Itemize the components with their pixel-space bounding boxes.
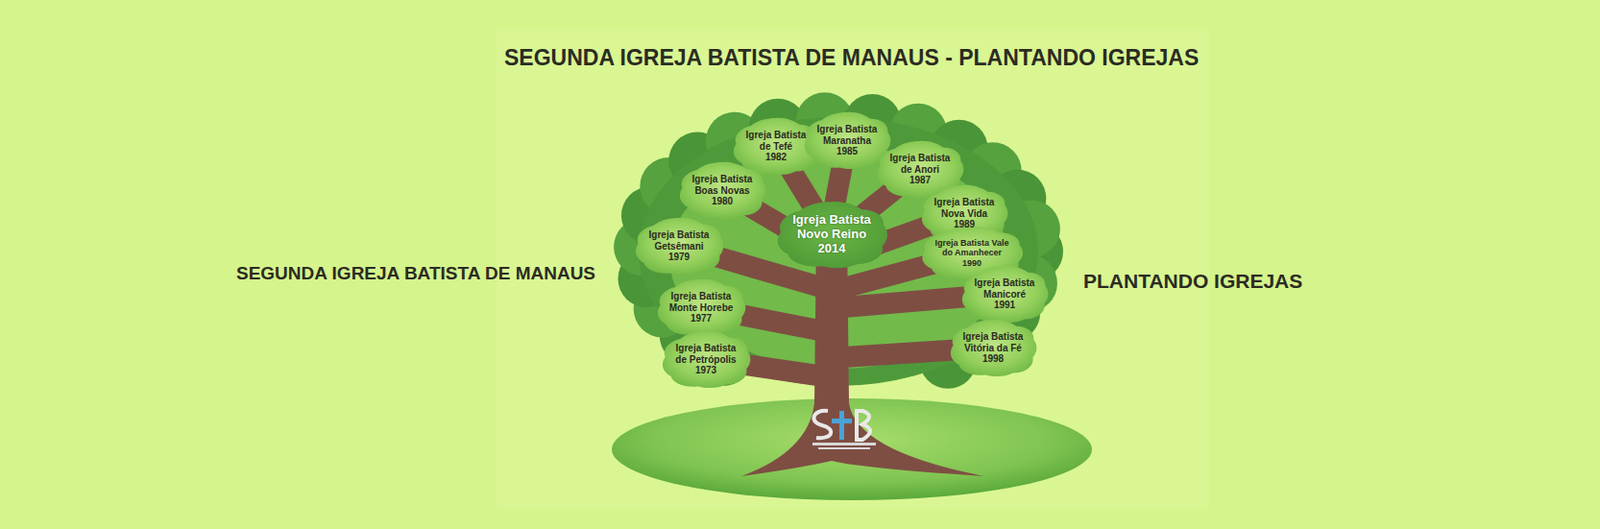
church-leaf: Igreja Batista Manicoré1991 xyxy=(959,264,1050,325)
center-leaf: Igreja Batista Novo Reino2014 xyxy=(774,199,890,270)
church-leaf: Igreja Batista de Petrópolis1973 xyxy=(659,329,752,390)
leaf-outline xyxy=(679,162,767,219)
leaf-outline xyxy=(657,279,746,337)
leaf-outline xyxy=(950,319,1038,377)
leaf-outline xyxy=(962,266,1049,323)
church-name: Igreja Batista Monte Horebe xyxy=(666,290,736,314)
church-year: 2014 xyxy=(785,242,878,257)
church-name: Igreja Batista Manicoré xyxy=(970,277,1039,300)
church-name: Igreja Batista Vale do Amanhecer xyxy=(930,238,1014,259)
church-name: Igreja Batista de Anori xyxy=(886,152,954,175)
church-name: Igreja Batista de Tefé xyxy=(742,129,810,152)
church-logo xyxy=(812,411,876,450)
church-year: 1989 xyxy=(930,218,998,231)
church-name: Igreja Batista Maranatha xyxy=(813,123,881,146)
church-leaf: Igreja Batista Vitória da Fé1998 xyxy=(947,317,1039,379)
church-year: 1979 xyxy=(644,251,714,264)
title-panel xyxy=(496,28,1210,510)
side-label: PLANTANDO IGREJAS xyxy=(1083,269,1303,293)
church-year: 1973 xyxy=(671,364,741,377)
church-name: Igreja Batista Novo Reino xyxy=(785,213,878,243)
church-leaf: Igreja Batista de Tefé1982 xyxy=(730,116,822,177)
church-year: 1987 xyxy=(886,174,954,187)
church-year: 1980 xyxy=(688,195,756,208)
leaf-outline xyxy=(777,201,888,268)
church-name: Igreja Batista Nova Vida xyxy=(930,196,998,219)
church-year: 1990 xyxy=(930,258,1014,268)
church-name: Igreja Batista Getsêmani xyxy=(644,229,714,252)
leaf-outline xyxy=(662,331,751,388)
church-year: 1985 xyxy=(813,145,881,158)
leaf-outline xyxy=(804,112,892,170)
church-leaf: Igreja Batista Getsêmani1979 xyxy=(632,216,726,277)
church-name: Igreja Batista de Petrópolis xyxy=(671,342,741,365)
church-name: Igreja Batista Vitória da Fé xyxy=(959,331,1027,354)
leaf-outline xyxy=(635,218,724,275)
church-year: 1991 xyxy=(970,299,1039,312)
church-name: Igreja Batista Boas Novas xyxy=(688,173,756,196)
church-leaf: Igreja Batista Monte Horebe1977 xyxy=(654,277,748,339)
side-label: SEGUNDA IGREJA BATISTA DE MANAUS xyxy=(236,263,596,285)
church-year: 1977 xyxy=(666,313,736,325)
church-leaf: Igreja Batista Boas Novas1980 xyxy=(677,160,768,221)
church-leaf: Igreja Batista Maranatha1985 xyxy=(801,110,893,171)
church-year: 1998 xyxy=(959,353,1027,365)
church-year: 1982 xyxy=(742,151,810,164)
title: SEGUNDA IGREJA BATISTA DE MANAUS - PLANT… xyxy=(504,45,1199,72)
